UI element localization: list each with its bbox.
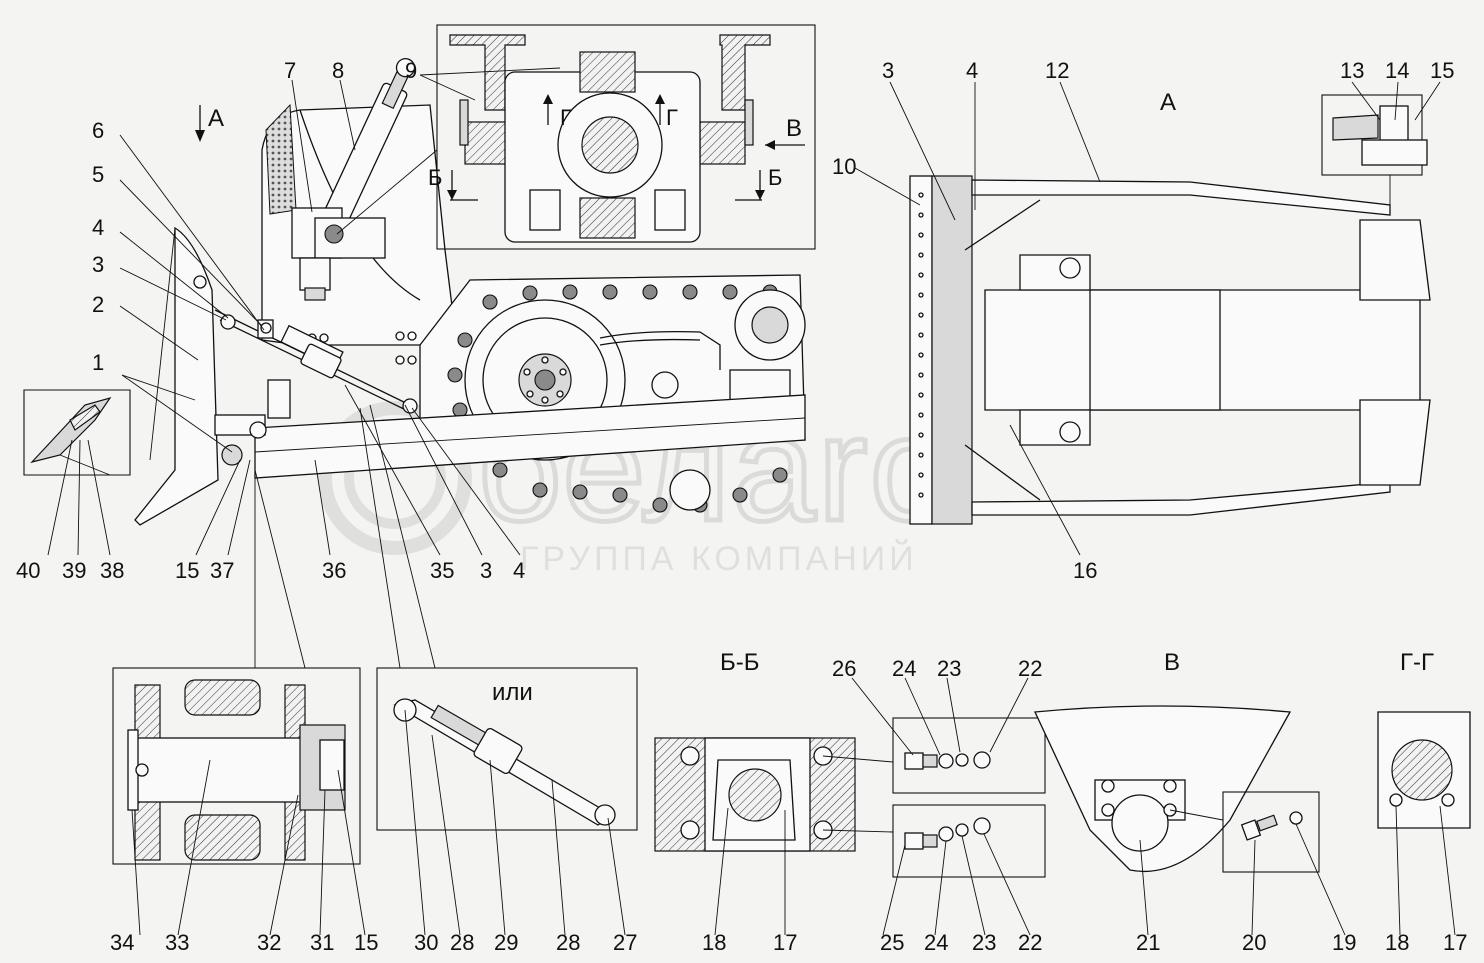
callout-18a: 18 (702, 930, 726, 955)
section-gg-title: Г-Г (1400, 649, 1434, 676)
callout-36: 36 (322, 558, 346, 583)
callout-28b: 28 (556, 930, 580, 955)
callout-39: 39 (62, 558, 86, 583)
callout-23b: 23 (937, 656, 961, 681)
view-arrow-b: В (786, 115, 802, 142)
callout-15c: 15 (354, 930, 378, 955)
cut-g-left: Г (560, 105, 572, 130)
callout-33: 33 (165, 930, 189, 955)
cut-g-right: Г (666, 105, 678, 130)
pivot-joint (221, 444, 243, 466)
callout-25: 25 (880, 930, 904, 955)
callout-28a: 28 (450, 930, 474, 955)
top-view-a: А (909, 89, 1431, 525)
section-bb: Б-Б (654, 649, 1046, 878)
callout-17b: 17 (1443, 930, 1467, 955)
callout-23a: 23 (972, 930, 996, 955)
cut-b-left: Б (428, 165, 442, 190)
callout-6: 6 (92, 118, 104, 143)
alt-brace-detail: или (359, 404, 638, 831)
callout-3c: 3 (882, 58, 894, 83)
callout-38: 38 (100, 558, 124, 583)
callout-15a: 15 (175, 558, 199, 583)
callout-37: 37 (210, 558, 234, 583)
section-bb-title: Б-Б (720, 649, 760, 676)
callout-31: 31 (310, 930, 334, 955)
callout-22a: 22 (1018, 930, 1042, 955)
callout-15b: 15 (1430, 58, 1454, 83)
callout-17a: 17 (773, 930, 797, 955)
push-arm-upper (971, 179, 1391, 216)
cutting-edge-detail (23, 389, 131, 476)
valve-fitting (651, 371, 679, 399)
callout-14: 14 (1385, 58, 1409, 83)
view-a-title: А (1160, 89, 1176, 116)
callout-4c: 4 (966, 58, 978, 83)
tilt-brace (214, 309, 418, 414)
callout-9: 9 (405, 58, 417, 83)
bolt-set-upper (904, 751, 991, 770)
watermark-subtitle: ГРУППА КОМПАНИЙ (520, 540, 918, 578)
callout-35: 35 (430, 558, 454, 583)
view-arrow-a: А (208, 105, 224, 132)
callout-20: 20 (1242, 930, 1266, 955)
callout-16: 16 (1073, 558, 1097, 583)
callout-5: 5 (92, 162, 104, 187)
push-arm-lower (971, 481, 1391, 516)
cut-b-right: Б (768, 165, 782, 190)
callout-1: 1 (92, 350, 104, 375)
bolt-set-lower (904, 817, 991, 850)
callout-26: 26 (832, 656, 856, 681)
callout-13: 13 (1340, 58, 1364, 83)
callout-7: 7 (284, 58, 296, 83)
side-view: А (134, 57, 806, 526)
blade (134, 226, 219, 526)
callouts: 1 2 3 4 5 6 7 8 9 40 39 38 15 37 36 35 3… (16, 58, 1467, 955)
blade-top (909, 175, 933, 525)
callout-30: 30 (414, 930, 438, 955)
callout-27: 27 (613, 930, 637, 955)
callout-24a: 24 (924, 930, 948, 955)
callout-12: 12 (1045, 58, 1069, 83)
callout-32: 32 (257, 930, 281, 955)
pin-detail (112, 440, 361, 865)
leader-lines (47, 67, 1456, 936)
callout-10: 10 (832, 154, 856, 179)
callout-4: 4 (92, 215, 104, 240)
view-v: В (1034, 649, 1320, 873)
hood-bolts (295, 331, 417, 365)
callout-34: 34 (110, 930, 134, 955)
section-detail-top: Г Г Б Б В (336, 24, 816, 250)
view-v-title: В (1164, 649, 1180, 676)
section-gg: Г-Г (1377, 649, 1471, 829)
callout-18b: 18 (1385, 930, 1409, 955)
callout-4b: 4 (513, 558, 525, 583)
callout-19: 19 (1332, 930, 1356, 955)
roller (669, 469, 711, 511)
cylinder-bracket (291, 207, 386, 301)
callout-22b: 22 (1018, 656, 1042, 681)
lift-cylinder (321, 57, 416, 229)
alt-word: или (492, 679, 533, 706)
callout-24b: 24 (892, 656, 916, 681)
callout-21: 21 (1136, 930, 1160, 955)
callout-3: 3 (92, 252, 104, 277)
callout-3b: 3 (480, 558, 492, 583)
callout-2: 2 (92, 292, 104, 317)
callout-40: 40 (16, 558, 40, 583)
callout-29: 29 (494, 930, 518, 955)
callout-8: 8 (332, 58, 344, 83)
